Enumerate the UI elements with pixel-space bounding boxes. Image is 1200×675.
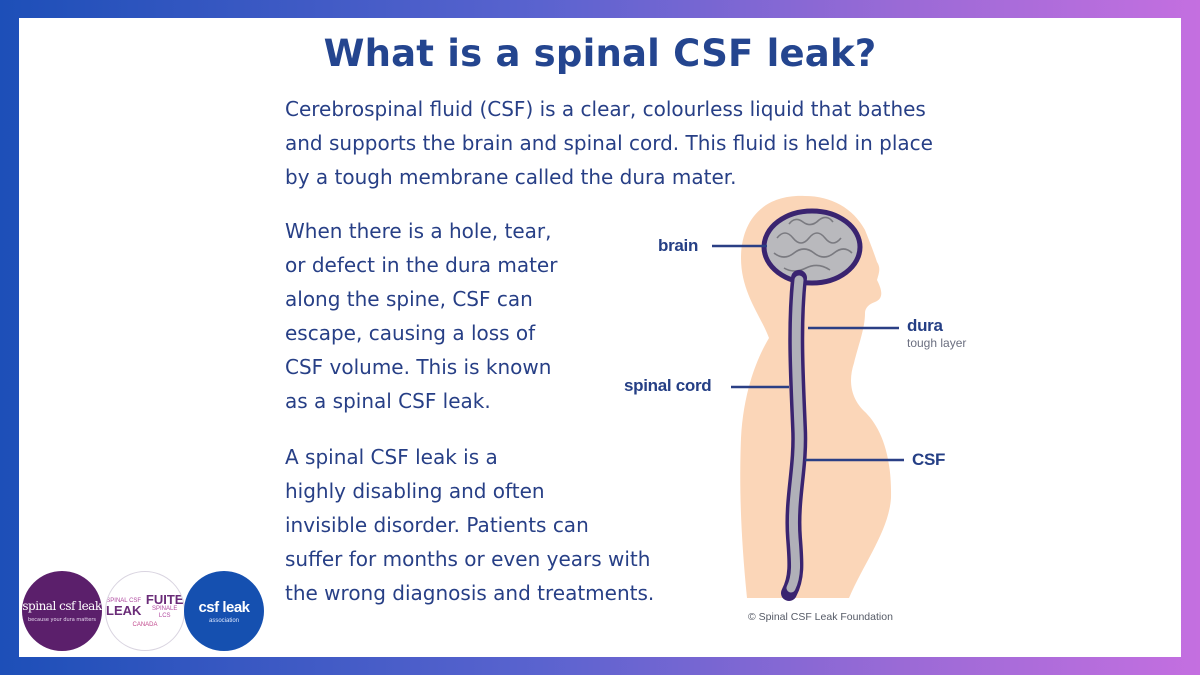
logo2-line1: SPINAL CSF [106,597,142,604]
logo3-sub: association [208,617,240,624]
spinal-cord-csf [786,275,804,593]
brain-folds [773,216,853,272]
copyright-notice: © Spinal CSF Leak Foundation [748,611,893,623]
label-dura: dura [907,316,943,335]
paragraph-disorder-impact: A spinal CSF leak is a highly disabling … [285,445,655,605]
spinal-csf-leak-foundation-logo: spinal csf leak because your dura matter… [22,571,102,651]
body-silhouette [740,195,892,598]
logo1-tagline: because your dura matters [28,617,96,623]
paragraph-leak-definition: When there is a hole, tear, or defect in… [285,219,558,413]
slide-card: What is a spinal CSF leak? Cerebrospinal… [19,18,1181,657]
label-spinal-cord: spinal cord [624,376,712,395]
label-brain: brain [658,236,699,255]
logo2-line4: SPINALE LCS [152,606,178,619]
logo2-line5: CANADA [132,622,158,628]
label-dura-sub: tough layer [907,336,967,350]
label-csf: CSF [912,450,946,469]
logo2-line2: LEAK [106,602,142,618]
logo1-name: spinal csf leak [22,599,102,613]
logo3-name: csf leak [198,598,250,616]
page-title: What is a spinal CSF leak? [323,32,877,75]
logo2-line3: FUITE [145,592,184,607]
paragraph-intro: Cerebrospinal fluid (CSF) is a clear, co… [285,97,933,189]
csf-leak-association-logo: csf leak association [184,571,264,651]
spinal-csf-leak-canada-logo: SPINAL CSF LEAK FUITE SPINALE LCS CANADA [105,571,185,651]
brain-shape [761,208,863,286]
dura-tube [781,270,808,601]
